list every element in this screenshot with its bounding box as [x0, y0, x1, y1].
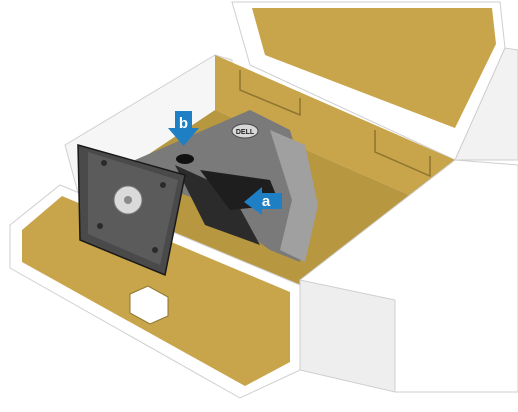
dell-logo-text: DELL	[236, 129, 255, 136]
callout-b-label: b	[179, 115, 188, 132]
callout-a-label: a	[262, 193, 271, 210]
